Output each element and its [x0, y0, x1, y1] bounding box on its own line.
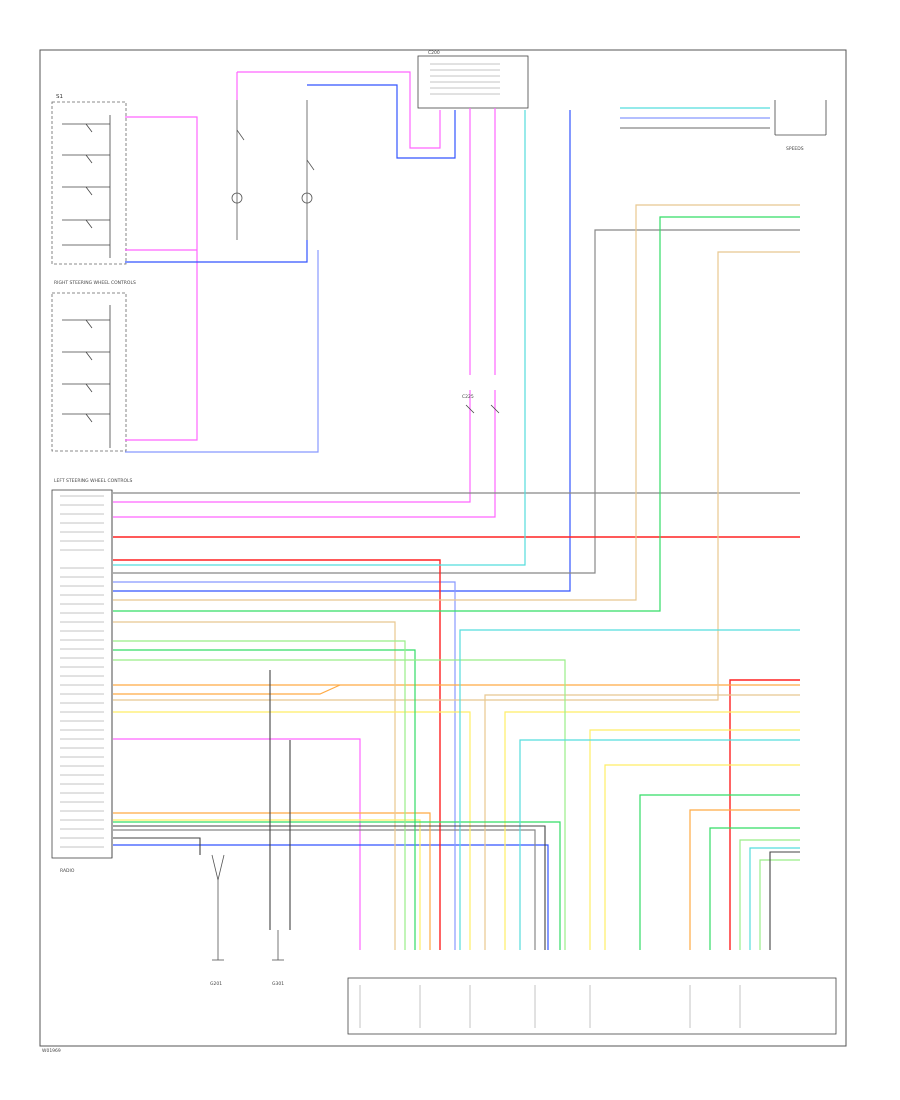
midpoint-label: C225	[462, 394, 474, 400]
left-middle-switch-panel	[51, 292, 127, 452]
left-middle-label: RIGHT STEERING WHEEL CONTROLS	[54, 280, 136, 286]
top-connector-box	[417, 55, 529, 109]
red-wires	[113, 536, 800, 950]
gray-wires	[113, 127, 800, 950]
orange-wires	[113, 684, 800, 950]
footer-code: W01969	[42, 1048, 61, 1054]
lightblue-wires	[113, 117, 770, 950]
green-wires	[113, 216, 800, 950]
ground-right-label: G301	[272, 981, 284, 987]
bottom-module-label: RADIO	[60, 868, 75, 874]
dark-wires	[113, 670, 800, 950]
ground-symbols	[211, 854, 284, 961]
left-upper-switch-panel	[51, 101, 127, 265]
left-lower-module	[51, 489, 113, 859]
left-upper-label: S1	[56, 94, 63, 100]
ground-left-label: G201	[210, 981, 222, 987]
pink-wires	[113, 71, 496, 950]
lightgreen-wires	[113, 640, 800, 950]
top-switch-lamps	[231, 100, 315, 240]
diagram-frame	[39, 49, 847, 1047]
top-right-label: SPEEDS	[786, 146, 804, 152]
midpoint-splice	[465, 404, 500, 414]
blue-wires	[113, 84, 571, 950]
tan-wires	[113, 204, 800, 950]
top-connector-label: C200	[428, 50, 440, 56]
cyan-wires	[113, 107, 800, 950]
yellow-wires	[113, 711, 800, 950]
bottom-module	[347, 977, 837, 1035]
top-right-box	[774, 100, 827, 136]
left-lower-label: LEFT STEERING WHEEL CONTROLS	[54, 478, 133, 484]
